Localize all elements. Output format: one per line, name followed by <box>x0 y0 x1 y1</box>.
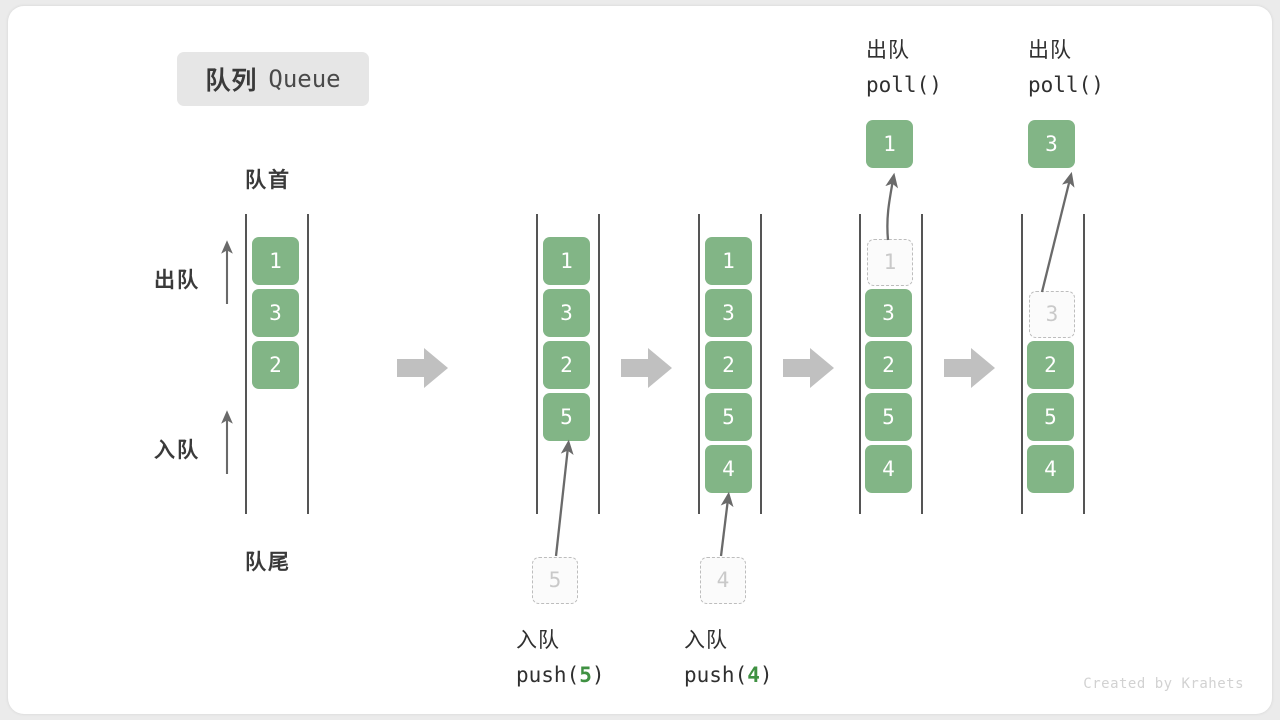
queue-head-label: 队首 <box>245 169 291 192</box>
rail-left-5 <box>1021 214 1023 514</box>
poll-3-caption-cn: 出队 <box>1028 39 1072 62</box>
poll-1-arrow-icon <box>885 172 899 241</box>
flow-arrow-icon <box>621 348 672 388</box>
queue-column-4: 3 2 5 4 <box>865 289 912 493</box>
side-label-enqueue: 入队 <box>154 439 200 462</box>
title-cn: 队列 <box>205 67 258 95</box>
rail-left-2 <box>536 214 538 514</box>
queue-cell: 2 <box>1027 341 1074 389</box>
rail-right-3 <box>760 214 762 514</box>
poll-3-caption-code: poll() <box>1028 73 1104 97</box>
poll-3-caption: 出队 poll() <box>1028 34 1188 102</box>
queue-cell: 1 <box>543 237 590 285</box>
enqueue-direction-arrow-icon <box>221 410 233 474</box>
flow-arrow-icon <box>397 348 448 388</box>
queue-column-5-ghost: 3 <box>1029 291 1075 338</box>
popped-cell-value: 1 <box>866 120 913 168</box>
queue-cell: 1 <box>252 237 299 285</box>
flow-arrow-icon <box>944 348 995 388</box>
queue-cell: 4 <box>1027 445 1074 493</box>
push-4-code-post: ) <box>759 663 773 687</box>
poll-1-caption: 出队 poll() <box>866 34 1026 102</box>
queue-cell: 4 <box>865 445 912 493</box>
push-4-code-value: 4 <box>747 663 760 687</box>
queue-column-3: 1 3 2 5 4 <box>705 237 752 493</box>
queue-cell: 5 <box>1027 393 1074 441</box>
watermark: Created by Krahets <box>1083 676 1244 692</box>
queue-cell: 2 <box>705 341 752 389</box>
ghost-cell-value: 5 <box>532 557 578 604</box>
queue-cell: 2 <box>865 341 912 389</box>
flow-arrow-icon <box>783 348 834 388</box>
ghost-cell-value: 4 <box>700 557 746 604</box>
push-5-caption-cn: 入队 <box>516 629 560 652</box>
poll-1-caption-code: poll() <box>866 73 942 97</box>
rail-right-5 <box>1083 214 1085 514</box>
push-5-ghost-cell: 5 <box>532 557 578 604</box>
queue-column-2: 1 3 2 5 <box>543 237 590 441</box>
queue-cell: 3 <box>705 289 752 337</box>
push-5-caption-code: push(5) <box>516 658 686 692</box>
queue-cell: 3 <box>543 289 590 337</box>
queue-tail-label: 队尾 <box>245 551 291 574</box>
queue-cell: 2 <box>252 341 299 389</box>
side-label-dequeue: 出队 <box>154 269 200 292</box>
popped-cell-value: 3 <box>1028 120 1075 168</box>
queue-cell: 2 <box>543 341 590 389</box>
queue-cell-new: 5 <box>543 393 590 441</box>
push-4-ghost-cell: 4 <box>700 557 746 604</box>
queue-cell: 5 <box>705 393 752 441</box>
title-en: Queue <box>268 65 341 93</box>
queue-column-4-ghost: 1 <box>867 239 913 286</box>
rail-left-4 <box>859 214 861 514</box>
queue-cell-new: 4 <box>705 445 752 493</box>
queue-cell: 3 <box>252 289 299 337</box>
ghost-cell-value: 1 <box>867 239 913 286</box>
poll-1-caption-cn: 出队 <box>866 39 910 62</box>
rail-left-1 <box>245 214 247 514</box>
poll-3-result-cell: 3 <box>1028 120 1075 168</box>
title-badge: 队列 Queue <box>177 52 369 106</box>
queue-column-1: 1 3 2 <box>252 237 299 389</box>
push-4-caption-cn: 入队 <box>684 629 728 652</box>
poll-1-result-cell: 1 <box>866 120 913 168</box>
rail-right-2 <box>598 214 600 514</box>
dequeue-direction-arrow-icon <box>221 240 233 304</box>
push-4-code-pre: push( <box>684 663 748 687</box>
push-4-caption-code: push(4) <box>684 658 854 692</box>
queue-cell: 1 <box>705 237 752 285</box>
poll-3-arrow-icon <box>1040 171 1075 293</box>
queue-column-5: 2 5 4 <box>1027 341 1074 493</box>
push-5-caption: 入队 push(5) <box>516 624 686 692</box>
queue-cell: 5 <box>865 393 912 441</box>
push-5-code-post: ) <box>591 663 605 687</box>
queue-cell: 3 <box>865 289 912 337</box>
rail-right-1 <box>307 214 309 514</box>
diagram-card: 队列 Queue 队首 队尾 出队 入队 1 3 2 1 3 2 5 <box>8 6 1272 714</box>
rail-left-3 <box>698 214 700 514</box>
ghost-cell-value: 3 <box>1029 291 1075 338</box>
push-4-caption: 入队 push(4) <box>684 624 854 692</box>
push-5-arrow-icon <box>554 439 574 557</box>
push-5-code-value: 5 <box>579 663 592 687</box>
push-5-code-pre: push( <box>516 663 580 687</box>
push-4-arrow-icon <box>719 491 734 557</box>
rail-right-4 <box>921 214 923 514</box>
